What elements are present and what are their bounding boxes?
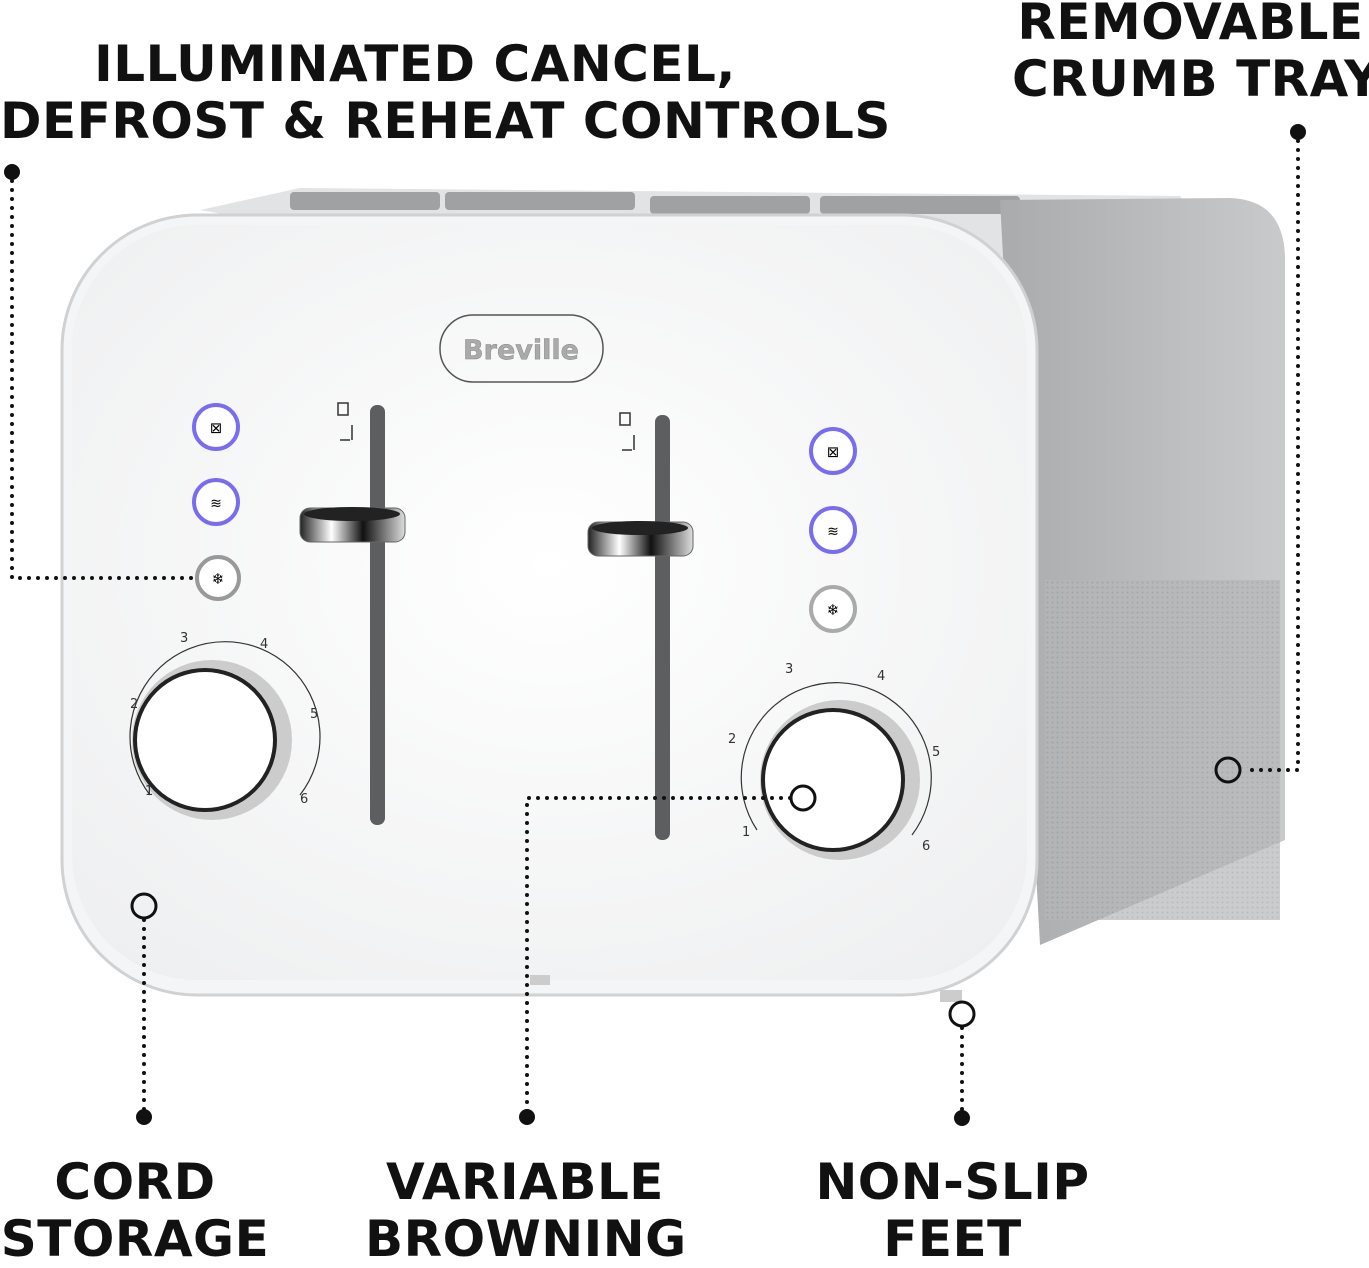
svg-text:❄: ❄ <box>827 601 840 619</box>
svg-text:2: 2 <box>728 732 736 747</box>
leader-target-circles <box>130 756 1242 1028</box>
variable-browning-callout: VARIABLE BROWNING <box>365 1153 687 1268</box>
svg-text:4: 4 <box>877 669 885 684</box>
cancel-button <box>192 403 240 451</box>
left-lever-slot <box>370 405 385 825</box>
left-lever <box>299 507 406 543</box>
svg-text:4: 4 <box>260 637 268 652</box>
browning-leader-line <box>525 796 792 1119</box>
callout-line: CORD <box>54 1153 216 1211</box>
right-lever <box>587 521 694 557</box>
callout-line: REMOVABLE <box>1017 0 1364 51</box>
svg-text:6: 6 <box>300 792 308 807</box>
brand-logo: Breville <box>463 335 579 366</box>
defrost-button <box>809 585 857 633</box>
svg-text:3: 3 <box>785 662 793 677</box>
left-control-buttons: ⊠ ≋ ❄ <box>192 403 241 601</box>
svg-text:⊠: ⊠ <box>827 443 840 461</box>
defrost-button <box>195 555 241 601</box>
non-slip-feet-callout: NON-SLIP FEET <box>810 1154 1095 1268</box>
controls-callout: ILLUMINATED CANCEL, DEFROST & REHEAT CON… <box>0 35 891 150</box>
callout-line: BROWNING <box>365 1210 687 1268</box>
crumb-tray-vent <box>1045 580 1280 920</box>
svg-text:6: 6 <box>922 839 930 854</box>
callout-line: DEFROST & REHEAT CONTROLS <box>0 92 891 150</box>
lift-icon <box>337 402 635 451</box>
svg-text:3: 3 <box>180 631 188 646</box>
dial-numbers: 1 2 3 4 5 6 1 2 3 4 5 6 <box>130 631 940 854</box>
crumb-tray-leader-line <box>1241 130 1300 772</box>
controls-leader-line <box>10 170 197 580</box>
right-control-buttons: ⊠ ≋ ❄ <box>809 427 857 633</box>
svg-text:1: 1 <box>742 825 750 840</box>
callout-line: VARIABLE <box>386 1153 664 1211</box>
crumb-tray-callout: REMOVABLE CRUMB TRAY <box>1012 0 1369 108</box>
svg-text:⊠: ⊠ <box>210 419 223 437</box>
callout-line: STORAGE <box>0 1210 270 1268</box>
bread-slots <box>290 192 1020 214</box>
cancel-button <box>809 427 857 475</box>
brand-logo-badge <box>439 314 604 383</box>
callout-line: CRUMB TRAY <box>1012 50 1369 108</box>
svg-text:≋: ≋ <box>210 496 222 512</box>
svg-text:5: 5 <box>932 745 940 760</box>
svg-text:❄: ❄ <box>212 570 225 588</box>
left-browning-dial <box>129 641 321 820</box>
svg-text:2: 2 <box>130 697 138 712</box>
cord-storage-callout: CORD STORAGE <box>0 1154 270 1268</box>
callout-line: ILLUMINATED CANCEL, <box>94 35 736 93</box>
callout-line: FEET <box>883 1210 1022 1268</box>
right-browning-dial <box>740 682 932 860</box>
svg-text:1: 1 <box>145 784 153 799</box>
right-lever-slot <box>655 415 670 840</box>
leader-end-dots <box>4 124 1306 1126</box>
svg-text:5: 5 <box>310 707 318 722</box>
callout-line: NON-SLIP <box>815 1153 1090 1211</box>
reheat-button <box>192 478 240 526</box>
svg-text:≋: ≋ <box>827 524 839 540</box>
reheat-button <box>809 506 857 554</box>
